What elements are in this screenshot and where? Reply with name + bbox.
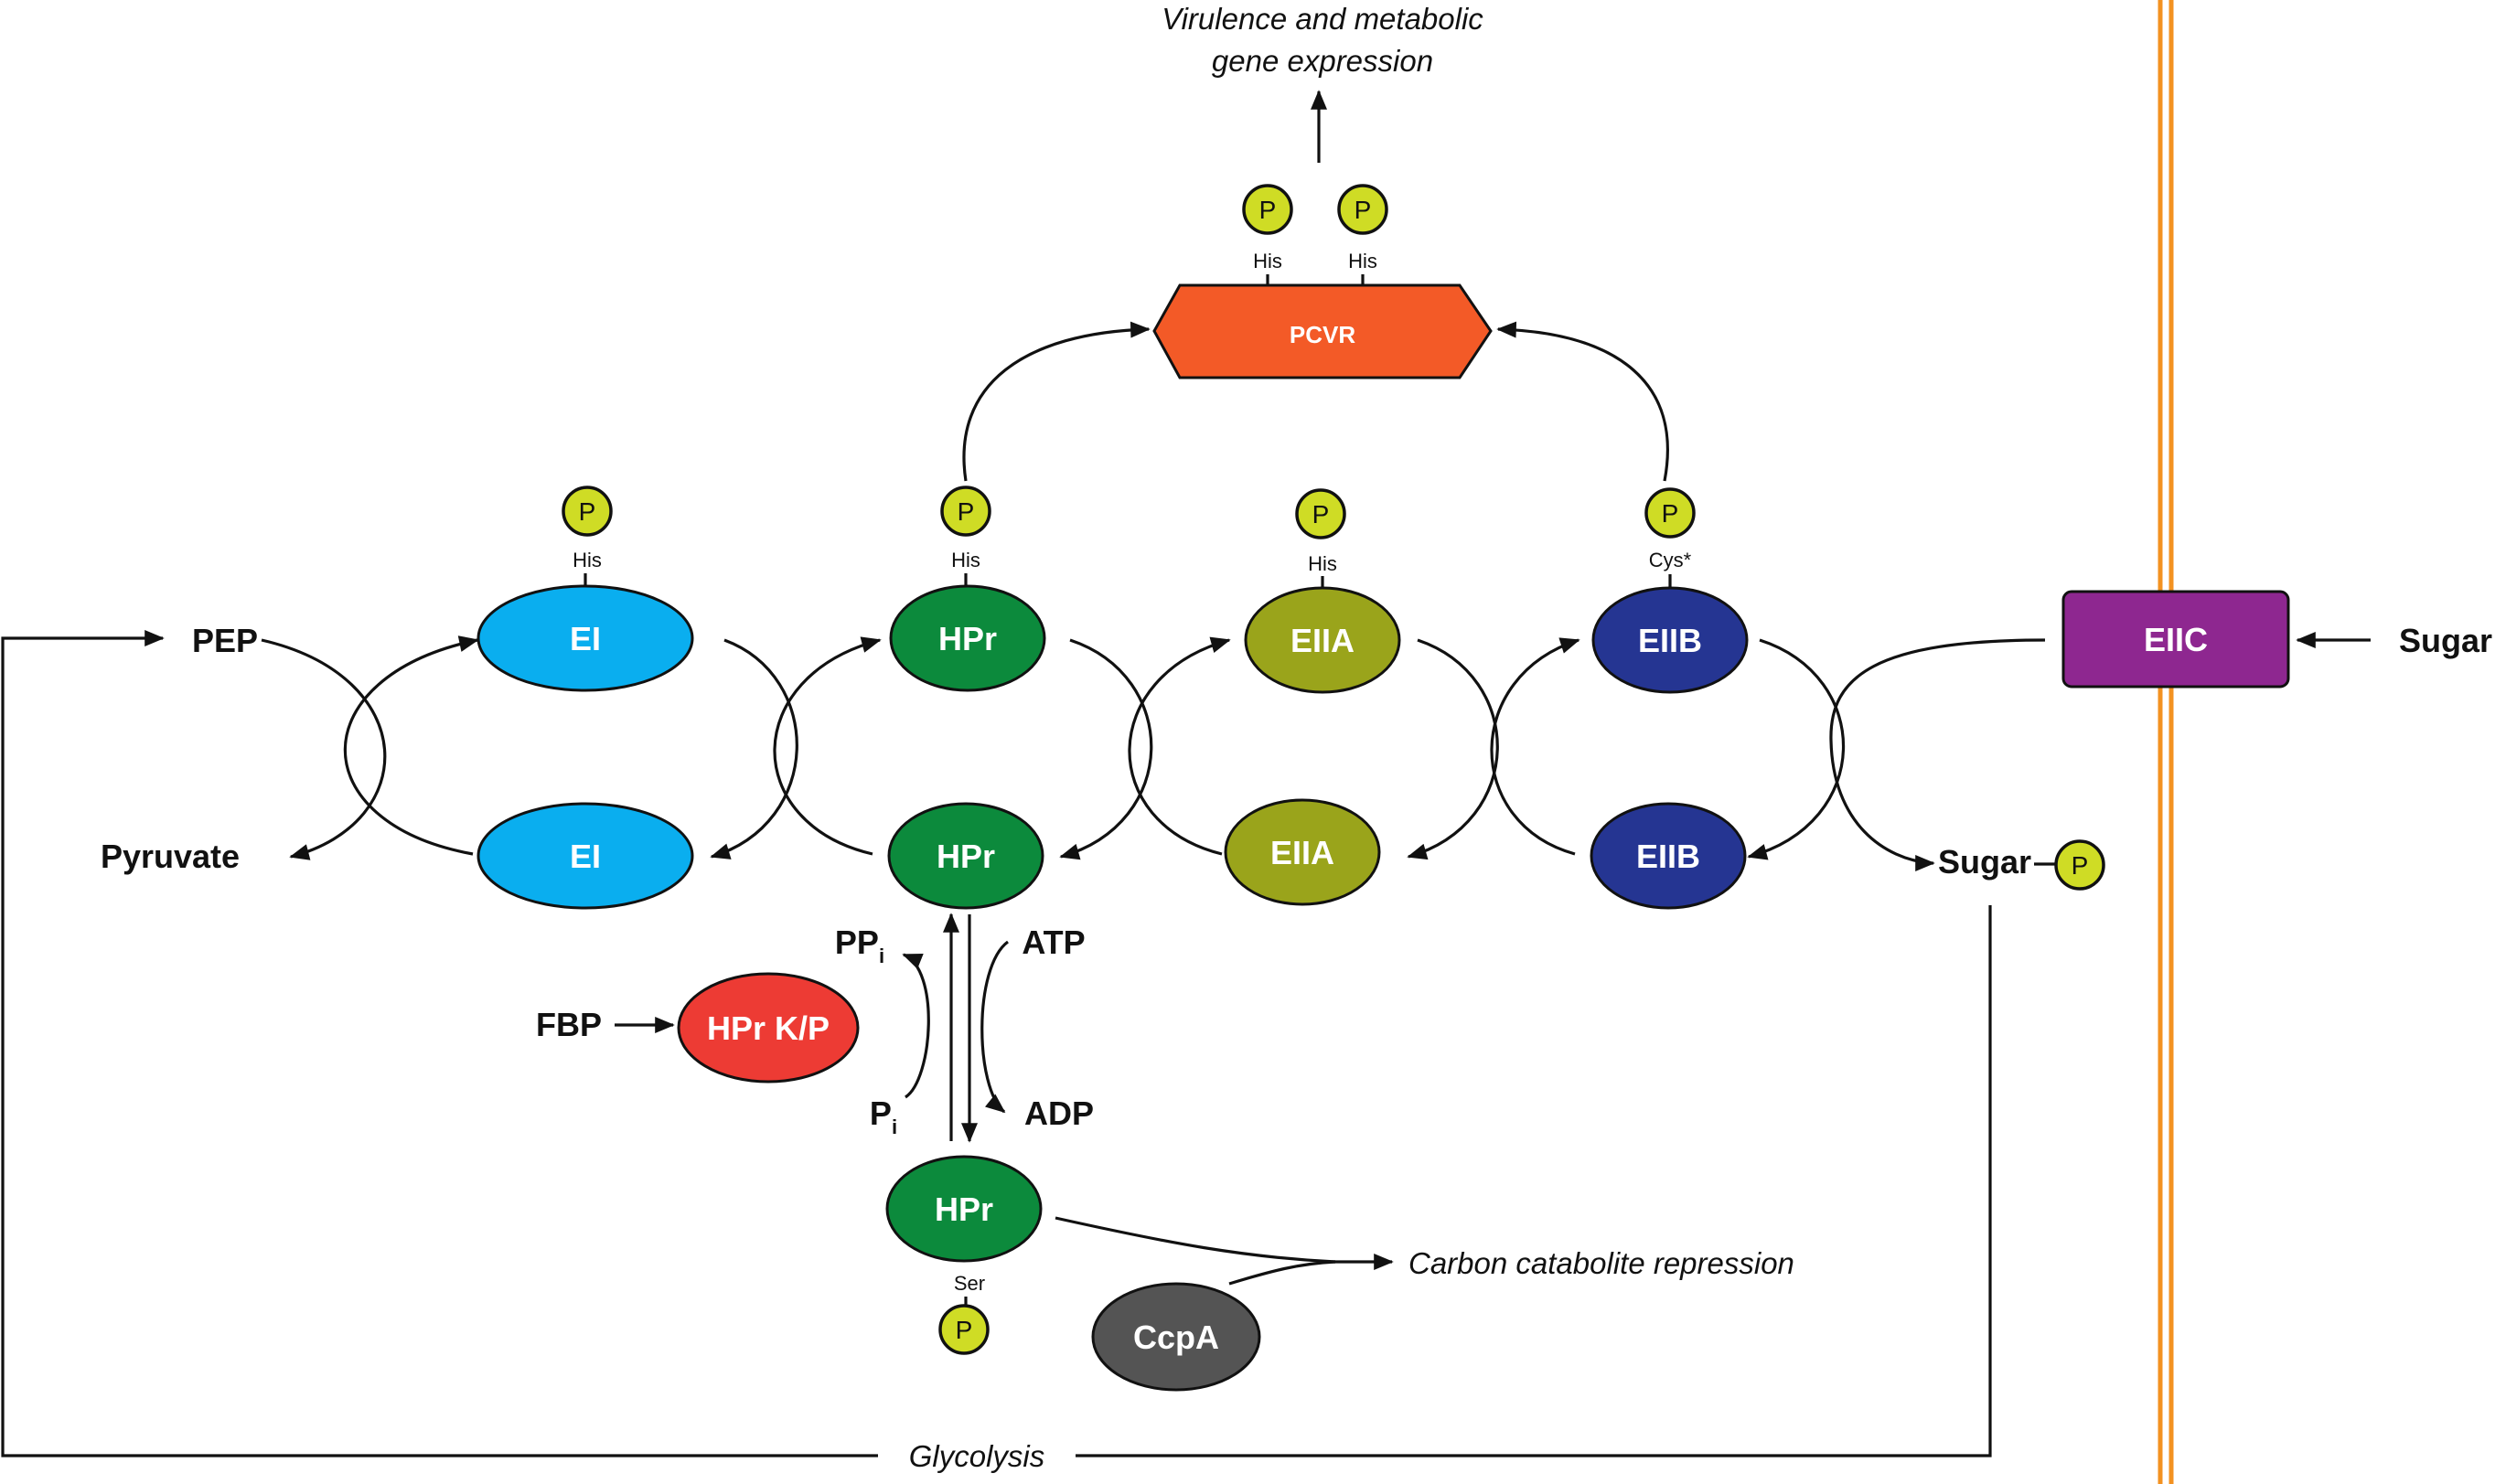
svg-text:His: His <box>1348 250 1377 272</box>
svg-text:Cys*: Cys* <box>1649 549 1692 571</box>
glycolysis-label: Glycolysis <box>909 1439 1045 1473</box>
eiib-bottom-node: EIIB <box>1590 802 1747 910</box>
adp-label: ADP <box>1024 1094 1094 1132</box>
sugar-phosphate-label: Sugar <box>1938 843 2031 881</box>
svg-text:P: P <box>2072 851 2089 880</box>
virulence-label-line1: Virulence and metabolic <box>1162 2 1483 36</box>
svg-text:P: P <box>1259 196 1277 224</box>
eiia-top-node: EIIA <box>1244 586 1401 694</box>
phosphotransfer-arcs <box>261 635 2046 871</box>
eiic-node: EIIC <box>2061 590 2290 689</box>
ei-top-node: EI <box>477 584 694 692</box>
svg-text:Ser: Ser <box>954 1272 985 1295</box>
fbp-label: FBP <box>536 1006 602 1043</box>
svg-text:His: His <box>951 549 980 571</box>
hpr-ser-phospho: Ser P <box>938 1272 990 1355</box>
svg-text:P: P <box>1662 499 1679 528</box>
svg-text:P: P <box>1312 500 1330 528</box>
ei-phospho: His P <box>562 486 613 586</box>
hpr-to-pcvr-arrow <box>962 321 1151 482</box>
svg-text:EI: EI <box>570 838 601 875</box>
svg-text:P: P <box>1355 196 1372 224</box>
svg-text:P: P <box>958 497 975 526</box>
hpr-kp-node: HPr K/P <box>677 972 860 1084</box>
svg-text:EI: EI <box>570 620 601 657</box>
hpr-to-ccr-line <box>1055 1216 1336 1264</box>
glycolysis-loop: Glycolysis <box>1 630 1992 1473</box>
svg-text:EIIB: EIIB <box>1638 622 1702 659</box>
svg-text:CcpA: CcpA <box>1133 1319 1219 1356</box>
svg-text:HPr: HPr <box>938 620 997 657</box>
sugar-phospho: P <box>2034 839 2105 891</box>
svg-text:HPr: HPr <box>935 1190 993 1228</box>
pi-label: Pi <box>870 1094 897 1138</box>
svg-text:HPr: HPr <box>937 838 995 875</box>
ppi-label: PPi <box>835 923 884 967</box>
hpr-phospho: His P <box>940 486 991 586</box>
eiia-phospho: His P <box>1295 488 1346 588</box>
svg-text:HPr K/P: HPr K/P <box>707 1009 830 1047</box>
ccpa-node: CcpA <box>1091 1282 1261 1392</box>
svg-text:PCVR: PCVR <box>1290 321 1355 348</box>
svg-text:His: His <box>573 549 602 571</box>
atp-label: ATP <box>1022 923 1085 961</box>
svg-text:EIIA: EIIA <box>1290 622 1355 659</box>
eiib-top-node: EIIB <box>1591 586 1749 694</box>
hpr-bottom-node: HPr <box>885 1155 1043 1263</box>
svg-text:EIIA: EIIA <box>1270 834 1334 871</box>
svg-text:His: His <box>1308 552 1337 575</box>
hpr-middle-node: HPr <box>887 802 1044 910</box>
atp-to-adp-arc <box>980 940 1010 1114</box>
svg-text:P: P <box>579 497 596 526</box>
svg-text:EIIB: EIIB <box>1636 838 1700 875</box>
eiib-phospho: Cys* P <box>1644 487 1696 588</box>
pcvr-phospho-1: His P <box>1242 184 1293 285</box>
ei-bottom-node: EI <box>477 802 694 910</box>
svg-text:His: His <box>1253 250 1282 272</box>
ccr-label: Carbon catabolite repression <box>1408 1246 1794 1280</box>
pyruvate-label: Pyruvate <box>101 838 240 875</box>
hpr-top-node: HPr <box>889 584 1046 692</box>
virulence-label-line2: gene expression <box>1212 44 1433 78</box>
pcvr-phospho-2: His P <box>1337 184 1388 285</box>
pcvr-node: PCVR <box>1152 283 1493 379</box>
pi-to-ppi-arc <box>902 953 930 1099</box>
cell-membrane <box>2158 0 2174 1484</box>
eiib-to-pcvr-arrow <box>1496 321 1669 482</box>
svg-text:EIIC: EIIC <box>2144 621 2208 658</box>
sugar-label: Sugar <box>2399 622 2492 659</box>
svg-text:P: P <box>956 1316 973 1344</box>
pep-label: PEP <box>192 622 258 659</box>
eiia-bottom-node: EIIA <box>1224 798 1381 906</box>
ccpa-to-ccr-line <box>1228 1260 1336 1286</box>
